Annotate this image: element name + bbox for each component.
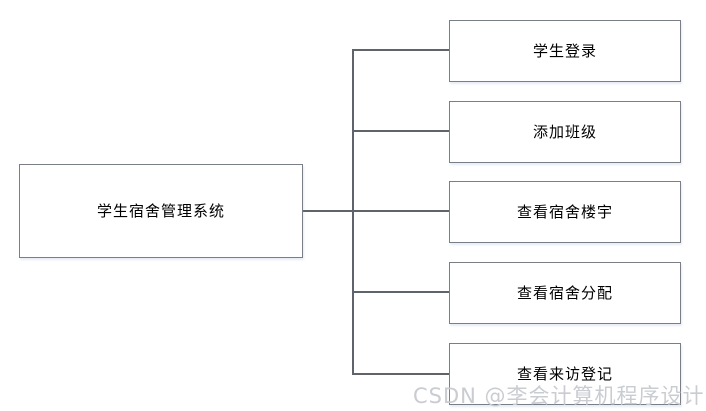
node-view-dorm-allocation-label: 查看宿舍分配 — [516, 283, 613, 302]
connector-branch-3 — [352, 210, 450, 212]
node-add-class-label: 添加班级 — [532, 122, 597, 141]
node-root-system[interactable]: 学生宿舍管理系统 — [19, 164, 303, 258]
node-student-login[interactable]: 学生登录 — [449, 20, 681, 82]
node-view-visitor-registration-label: 查看来访登记 — [516, 364, 613, 383]
connector-branch-1 — [352, 49, 450, 51]
node-view-dorm-allocation[interactable]: 查看宿舍分配 — [449, 262, 681, 324]
node-student-login-label: 学生登录 — [532, 41, 597, 60]
node-view-dorm-building-label: 查看宿舍楼宇 — [516, 202, 613, 221]
connector-branch-2 — [352, 130, 450, 132]
node-view-dorm-building[interactable]: 查看宿舍楼宇 — [449, 181, 681, 243]
connector-root-stub — [303, 210, 354, 212]
connector-branch-4 — [352, 291, 450, 293]
node-add-class[interactable]: 添加班级 — [449, 101, 681, 163]
connector-vertical-trunk — [352, 50, 354, 375]
connector-branch-5 — [352, 373, 450, 375]
node-view-visitor-registration[interactable]: 查看来访登记 — [449, 343, 681, 405]
node-root-label: 学生宿舍管理系统 — [96, 201, 225, 220]
